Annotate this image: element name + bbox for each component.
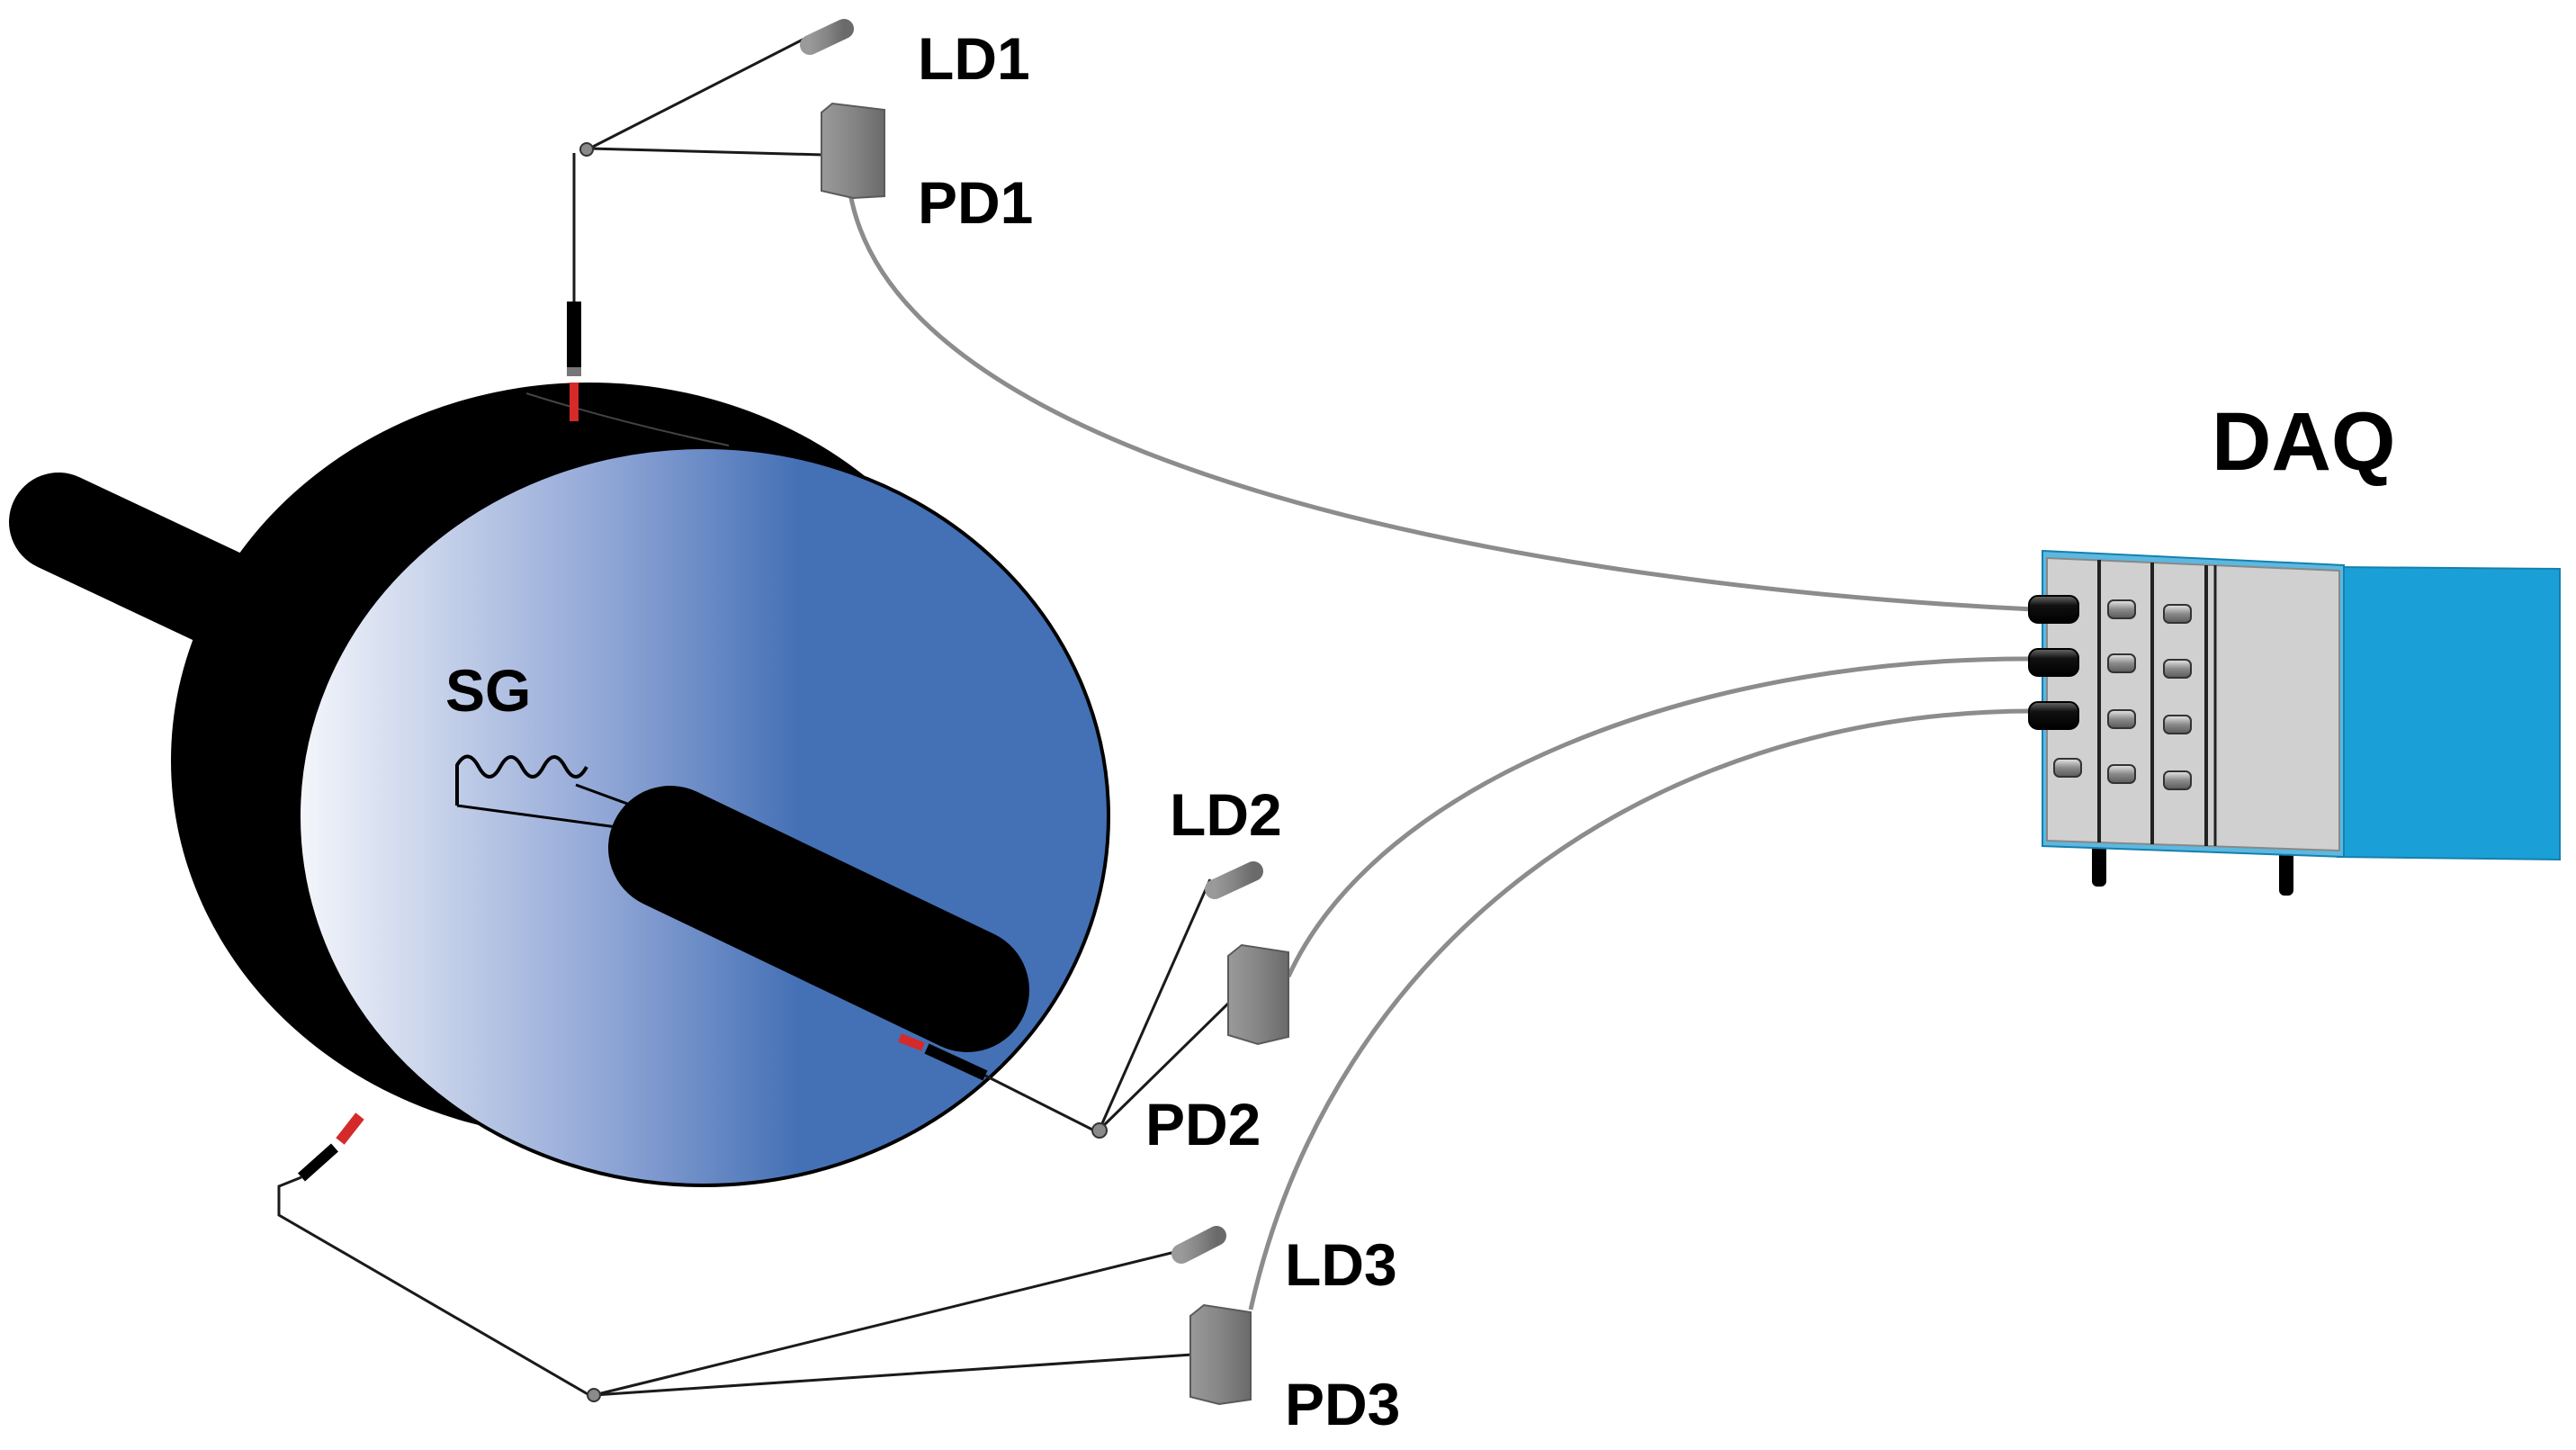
probe-2 (898, 1033, 925, 1051)
daq-bnc-connectors (2028, 595, 2082, 778)
bnc-2 (2028, 648, 2079, 677)
label-pd3: PD3 (1285, 1371, 1400, 1437)
bnc-4 (2053, 758, 2082, 778)
pd1-photodetector (821, 102, 885, 200)
probe-3 (336, 1112, 364, 1145)
cable-pd2-daq (1286, 656, 2034, 978)
signal-cables (848, 193, 2034, 1310)
splitter-3 (587, 1388, 601, 1402)
daq-front-panel (2046, 556, 2340, 852)
splitter-2 (1091, 1122, 1108, 1139)
optical-devices (800, 19, 1289, 1406)
ld1-laser-diode (800, 19, 854, 55)
label-ld2: LD2 (1170, 781, 1282, 848)
label-ld3: LD3 (1285, 1231, 1397, 1298)
label-pd1: PD1 (918, 169, 1033, 236)
pd2-photodetector (1227, 943, 1289, 1046)
probe-1-connector (567, 302, 581, 372)
probe-3-connector (298, 1143, 338, 1182)
cable-pd1-daq (848, 193, 2034, 612)
strain-gauge (455, 754, 588, 806)
daq-unit (2028, 549, 2561, 896)
probes (298, 302, 988, 1182)
daq-knobs (2107, 599, 2192, 790)
daq-leg-right (2279, 851, 2293, 896)
daq-leg-left (2092, 842, 2106, 887)
ld3-laser-diode (1171, 1226, 1226, 1264)
rotor-front-shaft (608, 786, 1029, 1052)
cable-pd3-daq (1248, 708, 2034, 1310)
rotor-rim-seam (525, 392, 730, 446)
fiber-splitters (579, 142, 1108, 1402)
label-sg: SG (445, 657, 531, 724)
rotor-assembly (9, 383, 1110, 1187)
splitter-1 (579, 142, 594, 157)
daq-body (2337, 565, 2561, 861)
labels: LD1 PD1 DAQ SG LD2 PD2 LD3 PD3 (445, 25, 2395, 1437)
ld2-laser-diode (1205, 861, 1263, 899)
probe-2-connector (924, 1043, 988, 1081)
bnc-3 (2028, 701, 2079, 730)
pd3-photodetector (1189, 1303, 1252, 1406)
label-daq: DAQ (2212, 396, 2395, 488)
label-pd2: PD2 (1145, 1091, 1261, 1157)
fiber-wires (277, 34, 1234, 1397)
label-ld1: LD1 (918, 25, 1030, 92)
bnc-1 (2028, 595, 2079, 624)
